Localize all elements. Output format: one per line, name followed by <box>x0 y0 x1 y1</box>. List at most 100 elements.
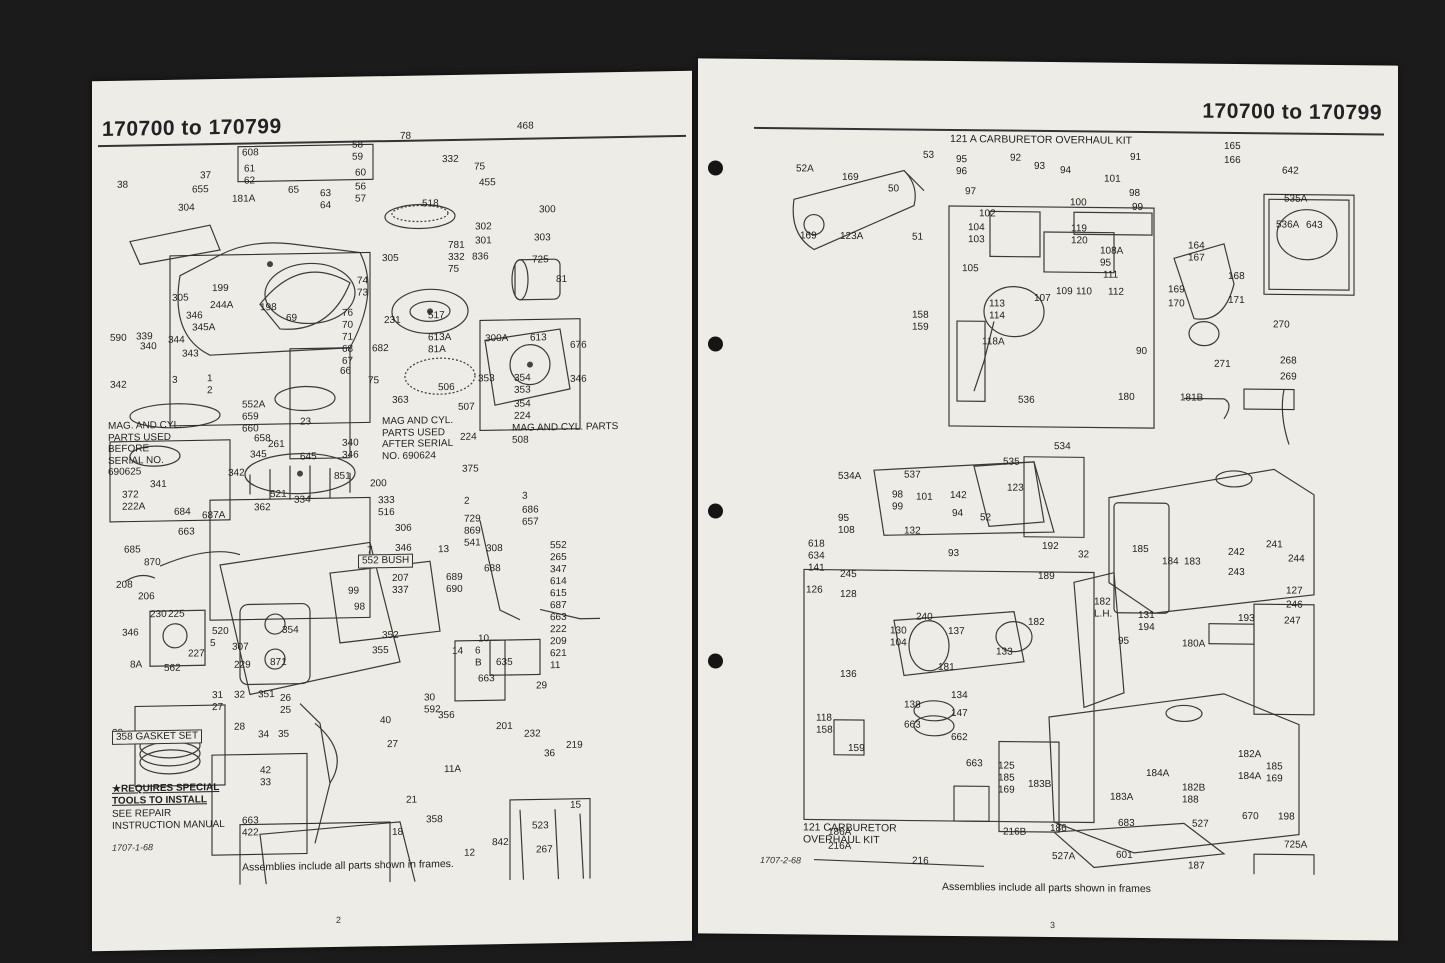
exploded-parts-diagram-left <box>109 143 600 888</box>
part-number: 836 <box>472 251 489 263</box>
part-number: 241 <box>1266 539 1283 551</box>
part-number: 101 <box>916 491 933 503</box>
part-number: 36 <box>544 748 556 760</box>
part-number: 227 <box>188 648 205 660</box>
part-number: 851 <box>334 470 351 483</box>
part-number: 137 <box>948 625 965 638</box>
part-number: 265 <box>550 551 567 564</box>
part-number: 102 <box>979 208 996 220</box>
part-number: MAG AND CYL. PARTS <box>512 421 619 434</box>
part-number: 643 <box>1306 219 1323 231</box>
part-number: 340 <box>342 437 359 449</box>
part-number: 345A <box>192 322 216 334</box>
part-number: 3 <box>172 374 178 386</box>
part-number: 506 <box>438 381 455 394</box>
part-number: 342 <box>110 379 127 391</box>
part-number: 663 <box>178 526 195 538</box>
part-number: 535A <box>1284 193 1308 205</box>
part-number: 343 <box>182 348 199 360</box>
binder-hole <box>708 653 723 669</box>
part-number: 192 <box>1042 540 1059 553</box>
part-number: 169 <box>1266 773 1283 785</box>
part-number: 613 <box>530 332 547 344</box>
part-number: 185 <box>1266 761 1283 773</box>
part-number: 222 <box>550 623 567 636</box>
part-number: 552A <box>242 399 266 411</box>
part-number: 81 <box>556 273 568 286</box>
part-number: 300A <box>485 332 509 345</box>
part-number: 169 <box>998 784 1015 796</box>
part-number: 230 <box>150 608 167 621</box>
part-number: 676 <box>570 339 587 351</box>
part-number: 131 <box>1138 609 1155 622</box>
page-footer: Assemblies include all parts shown in fr… <box>942 880 1151 896</box>
part-number: 103 <box>968 234 985 246</box>
part-number: 729 <box>464 513 481 525</box>
part-number: 109 <box>1056 286 1073 298</box>
part-number: 8A <box>130 659 143 671</box>
part-number: 268 <box>1280 355 1297 367</box>
part-number: 685 <box>124 544 141 556</box>
part-number: 201 <box>496 720 513 733</box>
part-number: 304 <box>178 202 195 214</box>
part-number: 219 <box>566 739 583 751</box>
part-number: 634 <box>808 550 825 562</box>
part-number: 3 <box>522 490 528 502</box>
drawing-code: 1707-2-68 <box>760 854 802 866</box>
part-number: 183B <box>1028 778 1052 791</box>
part-number: 181B <box>1180 392 1204 404</box>
part-number: 615 <box>550 587 567 600</box>
part-number: 187 <box>1188 860 1205 872</box>
page-title-left: 170700 to 170799 <box>102 114 282 142</box>
part-number: 346 <box>122 627 139 639</box>
part-number: 75 <box>368 375 380 387</box>
part-number: 305 <box>382 252 399 265</box>
part-number: 508 <box>512 434 529 446</box>
part-number: 33 <box>260 777 272 789</box>
part-number: 11 <box>550 660 561 672</box>
part-number: 243 <box>1228 566 1245 579</box>
part-number: 346 <box>395 542 412 554</box>
part-number: 27 <box>212 701 224 714</box>
part-number: 130 <box>890 625 907 637</box>
part-number: 518 <box>422 198 439 210</box>
part-number: 535 <box>1003 456 1020 468</box>
part-number: 613A <box>428 331 452 344</box>
part-number: 28 <box>234 721 246 733</box>
part-number: 245 <box>840 568 857 580</box>
part-number: 334 <box>294 494 311 506</box>
part-number: 372 <box>122 489 139 501</box>
part-number: 244 <box>1288 553 1305 565</box>
part-number: 621 <box>550 647 567 660</box>
part-number: 189 <box>1038 570 1055 583</box>
part-number: 305 <box>172 292 189 304</box>
part-number: 73 <box>357 287 369 299</box>
part-number: 244A <box>210 299 234 312</box>
part-number: 642 <box>1282 165 1299 177</box>
part-number: 684 <box>174 506 191 518</box>
part-number: 123 <box>1007 482 1024 494</box>
part-number: 354 <box>514 398 531 410</box>
part-number: 870 <box>144 557 161 569</box>
part-number: 725A <box>1284 839 1308 851</box>
part-number: 56 <box>355 181 367 193</box>
part-number: 170 <box>1168 298 1185 310</box>
part-number: 112 <box>1108 286 1124 298</box>
part-number: 353 <box>514 384 531 396</box>
part-number: 165 <box>1224 140 1241 153</box>
part-number: 119 <box>1071 223 1087 235</box>
part-number: 516 <box>378 506 395 519</box>
part-number: 534A <box>838 470 862 483</box>
part-number: 590 <box>110 332 127 344</box>
part-number: 188 <box>1182 794 1199 806</box>
part-number: 231 <box>384 314 401 327</box>
part-number: 308 <box>486 543 503 555</box>
part-number: 95 <box>1118 635 1130 647</box>
part-number: 23 <box>300 416 312 428</box>
part-number: 358 <box>426 814 443 826</box>
part-number: 97 <box>965 186 977 198</box>
part-number: 52 <box>980 512 992 524</box>
right-page: 170700 to 170799 <box>698 58 1398 941</box>
part-number: 842 <box>492 836 509 849</box>
part-number: 663 <box>904 719 921 731</box>
